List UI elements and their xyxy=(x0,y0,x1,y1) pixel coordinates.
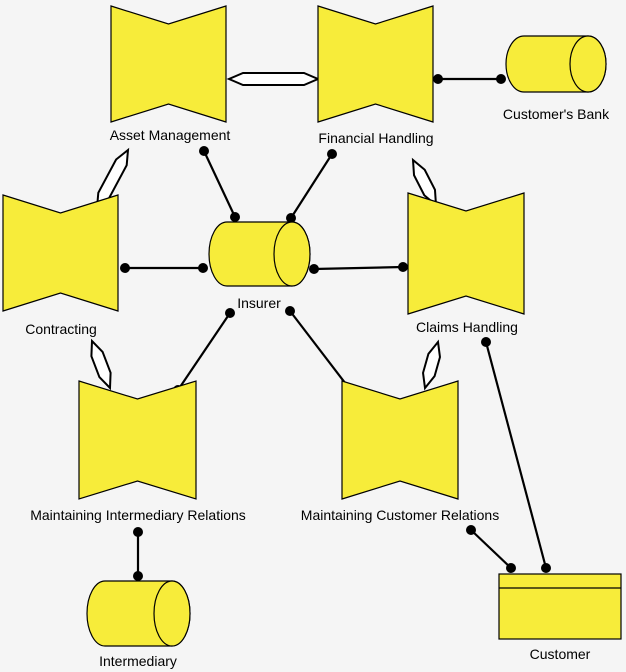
connection-contracting-mir-double-arrow[interactable] xyxy=(90,338,112,391)
connection-finance-bank-endpoint-dot xyxy=(496,74,506,84)
node-finance-label: Financial Handling xyxy=(318,130,433,146)
connection-insurer-mcr-endpoint-dot xyxy=(285,306,295,316)
node-insurer[interactable] xyxy=(208,221,311,287)
node-customer-label: Customer xyxy=(530,646,591,662)
connection-claims-mcr-double-arrow[interactable] xyxy=(422,339,441,391)
node-contracting-shape xyxy=(2,194,119,312)
connection-contracting-insurer-endpoint-dot xyxy=(120,263,130,273)
node-mcr-label: Maintaining Customer Relations xyxy=(301,507,499,523)
connection-insurer-mcr-line[interactable] xyxy=(289,310,353,393)
node-asset-label: Asset Management xyxy=(110,127,231,143)
node-bank-label: Customer's Bank xyxy=(503,106,610,122)
node-mcr[interactable] xyxy=(341,380,459,500)
node-claims-shape xyxy=(407,192,525,315)
connection-finance-insurer-endpoint-dot xyxy=(286,213,296,223)
connection-asset-insurer-endpoint-dot xyxy=(230,212,240,222)
connection-finance-insurer-endpoint-dot xyxy=(327,149,337,159)
connection-mcr-customer-endpoint-dot xyxy=(506,563,516,573)
node-finance[interactable] xyxy=(317,5,434,123)
connection-mir-intermediary-endpoint-dot xyxy=(133,571,143,581)
nodes-layer xyxy=(2,5,622,647)
node-mir-shape xyxy=(78,380,197,500)
node-contracting-label: Contracting xyxy=(25,321,97,337)
node-asset-shape xyxy=(110,5,227,123)
connection-insurer-mir-line[interactable] xyxy=(177,312,231,391)
node-bank[interactable] xyxy=(505,35,607,93)
connection-finance-insurer-line[interactable] xyxy=(290,153,333,219)
node-claims[interactable] xyxy=(407,192,525,315)
node-customer-shape xyxy=(498,573,622,640)
node-asset[interactable] xyxy=(110,5,227,123)
connection-contracting-insurer-endpoint-dot xyxy=(198,263,208,273)
connection-asset-insurer-line[interactable] xyxy=(203,150,236,218)
node-finance-shape xyxy=(317,5,434,123)
node-intermediary-label: Intermediary xyxy=(99,653,177,669)
node-intermediary[interactable] xyxy=(86,580,191,647)
connection-insurer-claims-line[interactable] xyxy=(313,265,404,271)
connection-mcr-customer-endpoint-dot xyxy=(466,525,476,535)
node-mir-label: Maintaining Intermediary Relations xyxy=(30,507,246,523)
connection-insurer-claims-endpoint-dot xyxy=(309,264,319,274)
node-contracting[interactable] xyxy=(2,194,119,312)
node-customer[interactable] xyxy=(498,573,622,640)
connection-mcr-customer-line[interactable] xyxy=(470,529,512,569)
node-mir[interactable] xyxy=(78,380,197,500)
connection-asset-finance-double-arrow[interactable] xyxy=(226,72,321,86)
node-bank-cylinder-end xyxy=(569,35,607,93)
node-insurer-cylinder-end xyxy=(273,221,311,287)
connection-claims-customer-endpoint-dot xyxy=(541,563,551,573)
node-intermediary-cylinder-end xyxy=(153,580,191,647)
connection-mir-intermediary-endpoint-dot xyxy=(133,527,143,537)
connection-insurer-mir-endpoint-dot xyxy=(225,308,235,318)
connection-claims-customer-endpoint-dot xyxy=(481,337,491,347)
connection-asset-insurer-endpoint-dot xyxy=(199,146,209,156)
node-mcr-shape xyxy=(341,380,459,500)
connection-claims-customer-line[interactable] xyxy=(484,341,548,569)
node-insurer-label: Insurer xyxy=(237,295,281,311)
connection-insurer-claims-endpoint-dot xyxy=(398,262,408,272)
node-claims-label: Claims Handling xyxy=(416,319,518,335)
connection-finance-bank-endpoint-dot xyxy=(433,74,443,84)
